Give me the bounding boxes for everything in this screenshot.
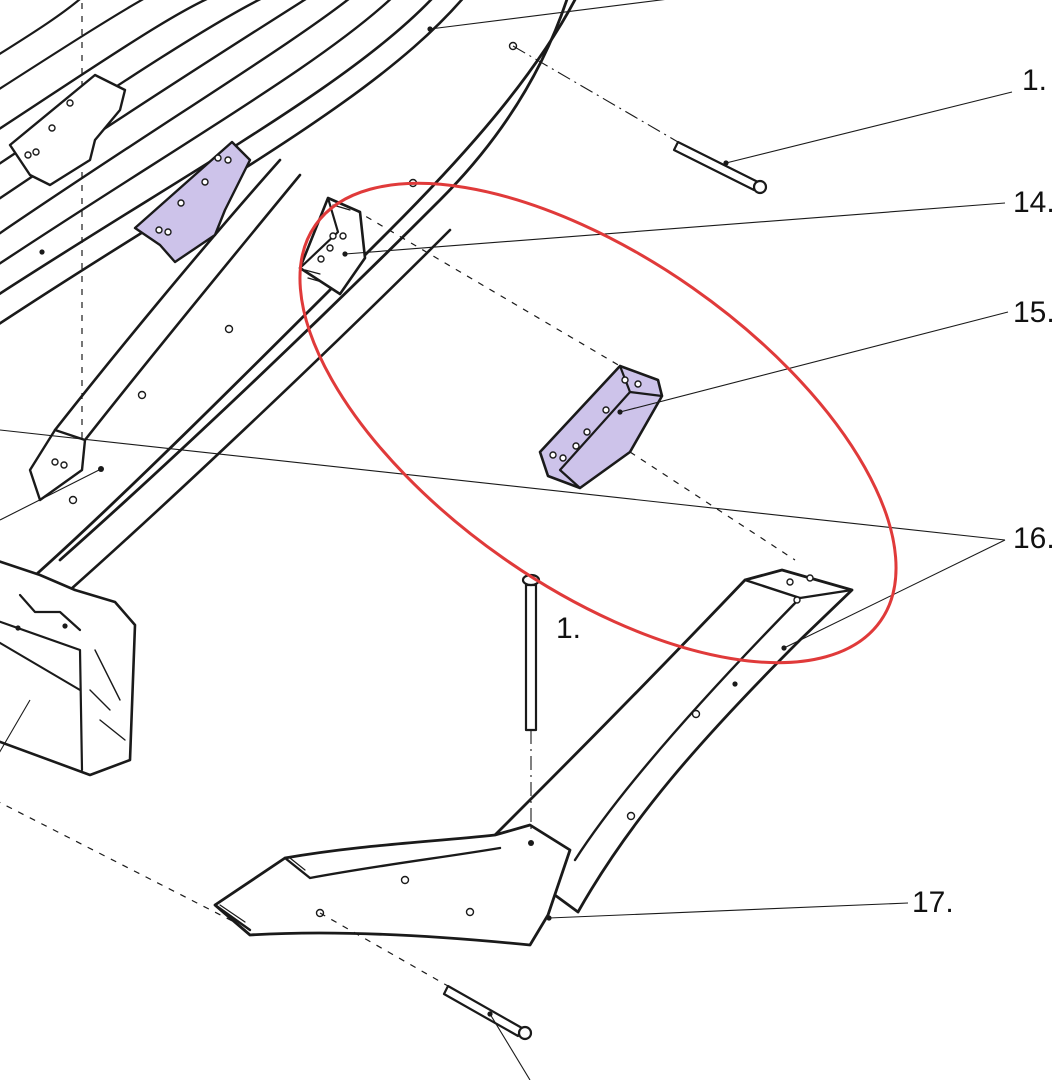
callout-part-14: 14. [1013, 186, 1053, 219]
callout-part-17: 17. [912, 886, 954, 919]
keel-block [0, 560, 251, 931]
part-16-17-floor-frame [213, 568, 854, 947]
upper-bracket [8, 73, 127, 187]
callout-part-16: 16. [1013, 522, 1053, 555]
bolt-vertical [521, 573, 541, 830]
highlight-ellipse [298, 181, 898, 665]
assembly-line-14-15 [354, 209, 621, 367]
callout-bolt-top: 1. [1022, 64, 1047, 97]
callout-bolt-mid: 1. [556, 612, 581, 645]
inner-rib [28, 0, 302, 502]
leader-lines [0, 0, 1013, 1080]
bolt-bottom [319, 912, 533, 1041]
left-highlighted-bracket [133, 140, 252, 264]
assembly-line-15-16 [629, 451, 796, 561]
callout-part-15: 15. [1013, 296, 1053, 329]
part-15-wedge [538, 364, 664, 490]
part-14-block [298, 196, 367, 296]
bolt-top [512, 45, 768, 195]
